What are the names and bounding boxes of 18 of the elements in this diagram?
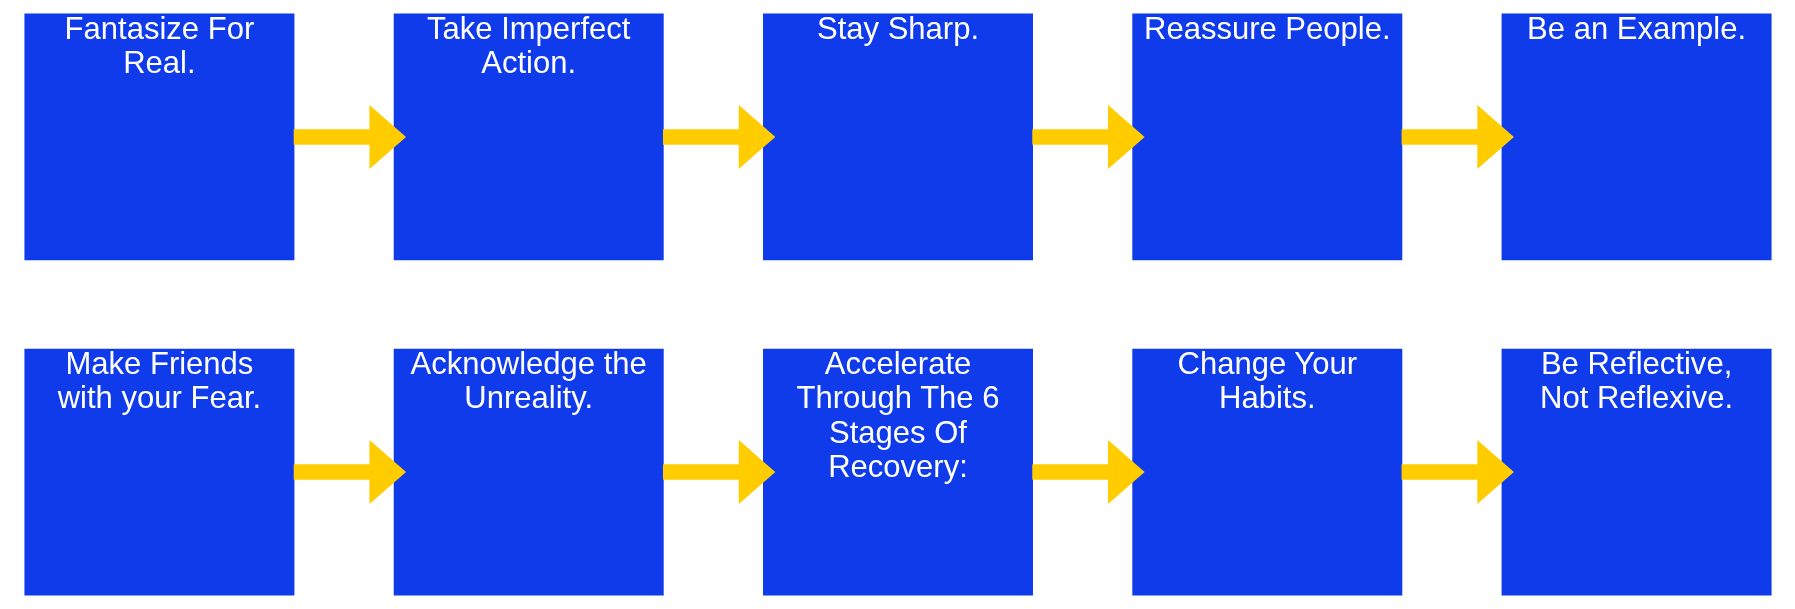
- arrow: [1031, 104, 1145, 169]
- arrow: [293, 104, 406, 169]
- arrow: [1401, 104, 1514, 169]
- node-box: Acknowledge the Unreality.: [393, 348, 664, 596]
- arrow: [662, 104, 775, 169]
- arrow: [1031, 440, 1145, 505]
- node-box: Change Your Habits.: [1131, 348, 1402, 596]
- node-box: Stay Sharp.: [762, 13, 1033, 261]
- arrow: [293, 440, 406, 505]
- node-box: Fantasize For Real.: [23, 13, 294, 261]
- arrow: [1401, 440, 1514, 505]
- node-box: Take Imperfect Action.: [393, 13, 664, 261]
- node-box: Be Reflective, Not Reflexive.: [1501, 348, 1772, 596]
- node-box: Be an Example.: [1501, 13, 1772, 261]
- node-box: Accelerate Through The 6 Stages Of Recovery:: [762, 348, 1033, 596]
- node-box: Reassure People.: [1131, 13, 1402, 261]
- node-box: Make Friends with your Fear.: [23, 348, 294, 596]
- arrow: [662, 440, 775, 505]
